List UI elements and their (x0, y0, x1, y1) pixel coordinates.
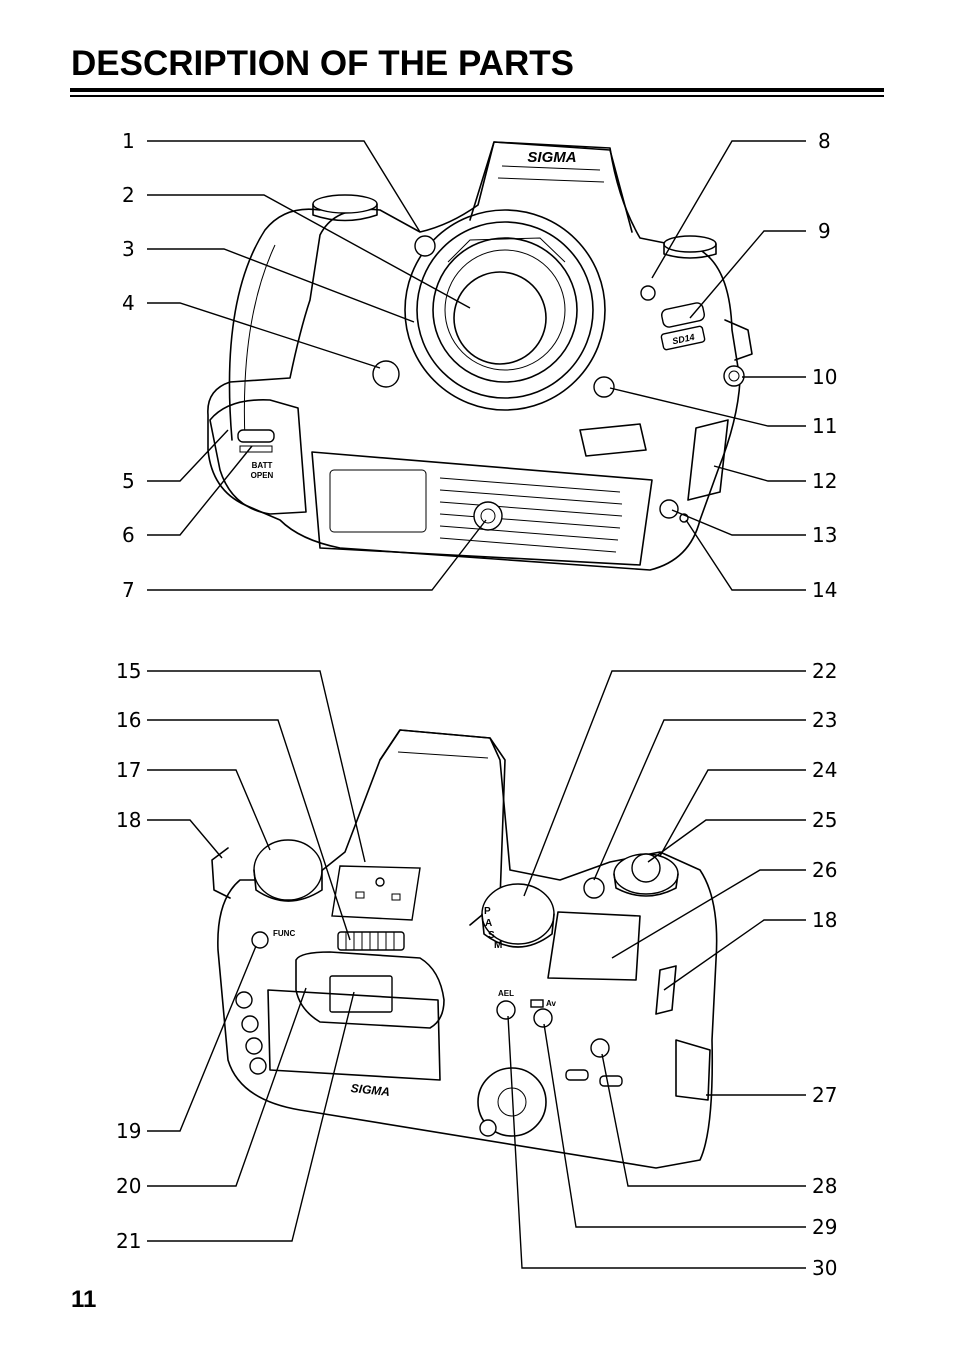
mode-dial-letter-m: M (494, 940, 502, 951)
callout-19: 19 (116, 1119, 141, 1143)
callout-13: 13 (812, 523, 837, 547)
front-brand-logo: SIGMA (527, 149, 576, 166)
battery-label-line1: BATT (252, 461, 273, 470)
callout-3: 3 (122, 237, 135, 261)
callout-16: 16 (116, 708, 141, 732)
callout-21: 21 (116, 1229, 141, 1253)
back-view-figure: FUNC SIGMA P A S M AEL (211, 729, 718, 1169)
callout-5: 5 (122, 469, 135, 493)
callout-7: 7 (122, 578, 135, 602)
callout-8: 8 (818, 129, 831, 153)
callout-18-left: 18 (116, 808, 141, 832)
callout-23: 23 (812, 708, 837, 732)
page-title: DESCRIPTION OF THE PARTS (71, 44, 574, 83)
callout-17: 17 (116, 758, 141, 782)
mode-dial-letter-p: P (484, 906, 491, 917)
callout-14: 14 (812, 578, 837, 602)
title-rule-thin (70, 95, 884, 97)
front-view-figure: SIGMA SD14 BATT OPEN (207, 141, 753, 571)
battery-label-line2: OPEN (251, 471, 274, 480)
callout-22: 22 (812, 659, 837, 683)
back-leader-lines (147, 670, 806, 1269)
callout-24: 24 (812, 758, 837, 782)
callout-25: 25 (812, 808, 837, 832)
front-leader-lines (147, 140, 806, 591)
mode-dial-letter-a: A (485, 918, 492, 929)
callout-10: 10 (812, 365, 837, 389)
callout-12: 12 (812, 469, 837, 493)
callout-4: 4 (122, 291, 135, 315)
callout-20: 20 (116, 1174, 141, 1198)
back-brand-logo: SIGMA (350, 1081, 391, 1099)
callout-6: 6 (122, 523, 135, 547)
callout-2: 2 (122, 183, 135, 207)
callout-27: 27 (812, 1083, 837, 1107)
callout-9: 9 (818, 219, 831, 243)
front-model-badge: SD14 (671, 332, 695, 346)
front-callout-numbers: 1 2 3 4 5 6 7 8 9 10 11 12 13 14 (122, 129, 837, 602)
ael-button-label: AEL (498, 989, 514, 998)
callout-18-right: 18 (812, 908, 837, 932)
callout-1: 1 (122, 129, 135, 153)
callout-11: 11 (812, 414, 837, 438)
mode-dial-letter-s: S (488, 930, 495, 941)
func-button-label: FUNC (273, 929, 295, 938)
back-callout-numbers: 15 16 17 18 19 20 21 22 23 24 25 26 18 2… (116, 659, 837, 1280)
callout-26: 26 (812, 858, 837, 882)
callout-15: 15 (116, 659, 141, 683)
av-button-label: Av (546, 999, 556, 1008)
title-rule-thick (70, 88, 884, 92)
page-number: 11 (71, 1286, 97, 1313)
callout-29: 29 (812, 1215, 837, 1239)
callout-28: 28 (812, 1174, 837, 1198)
callout-30: 30 (812, 1256, 837, 1280)
